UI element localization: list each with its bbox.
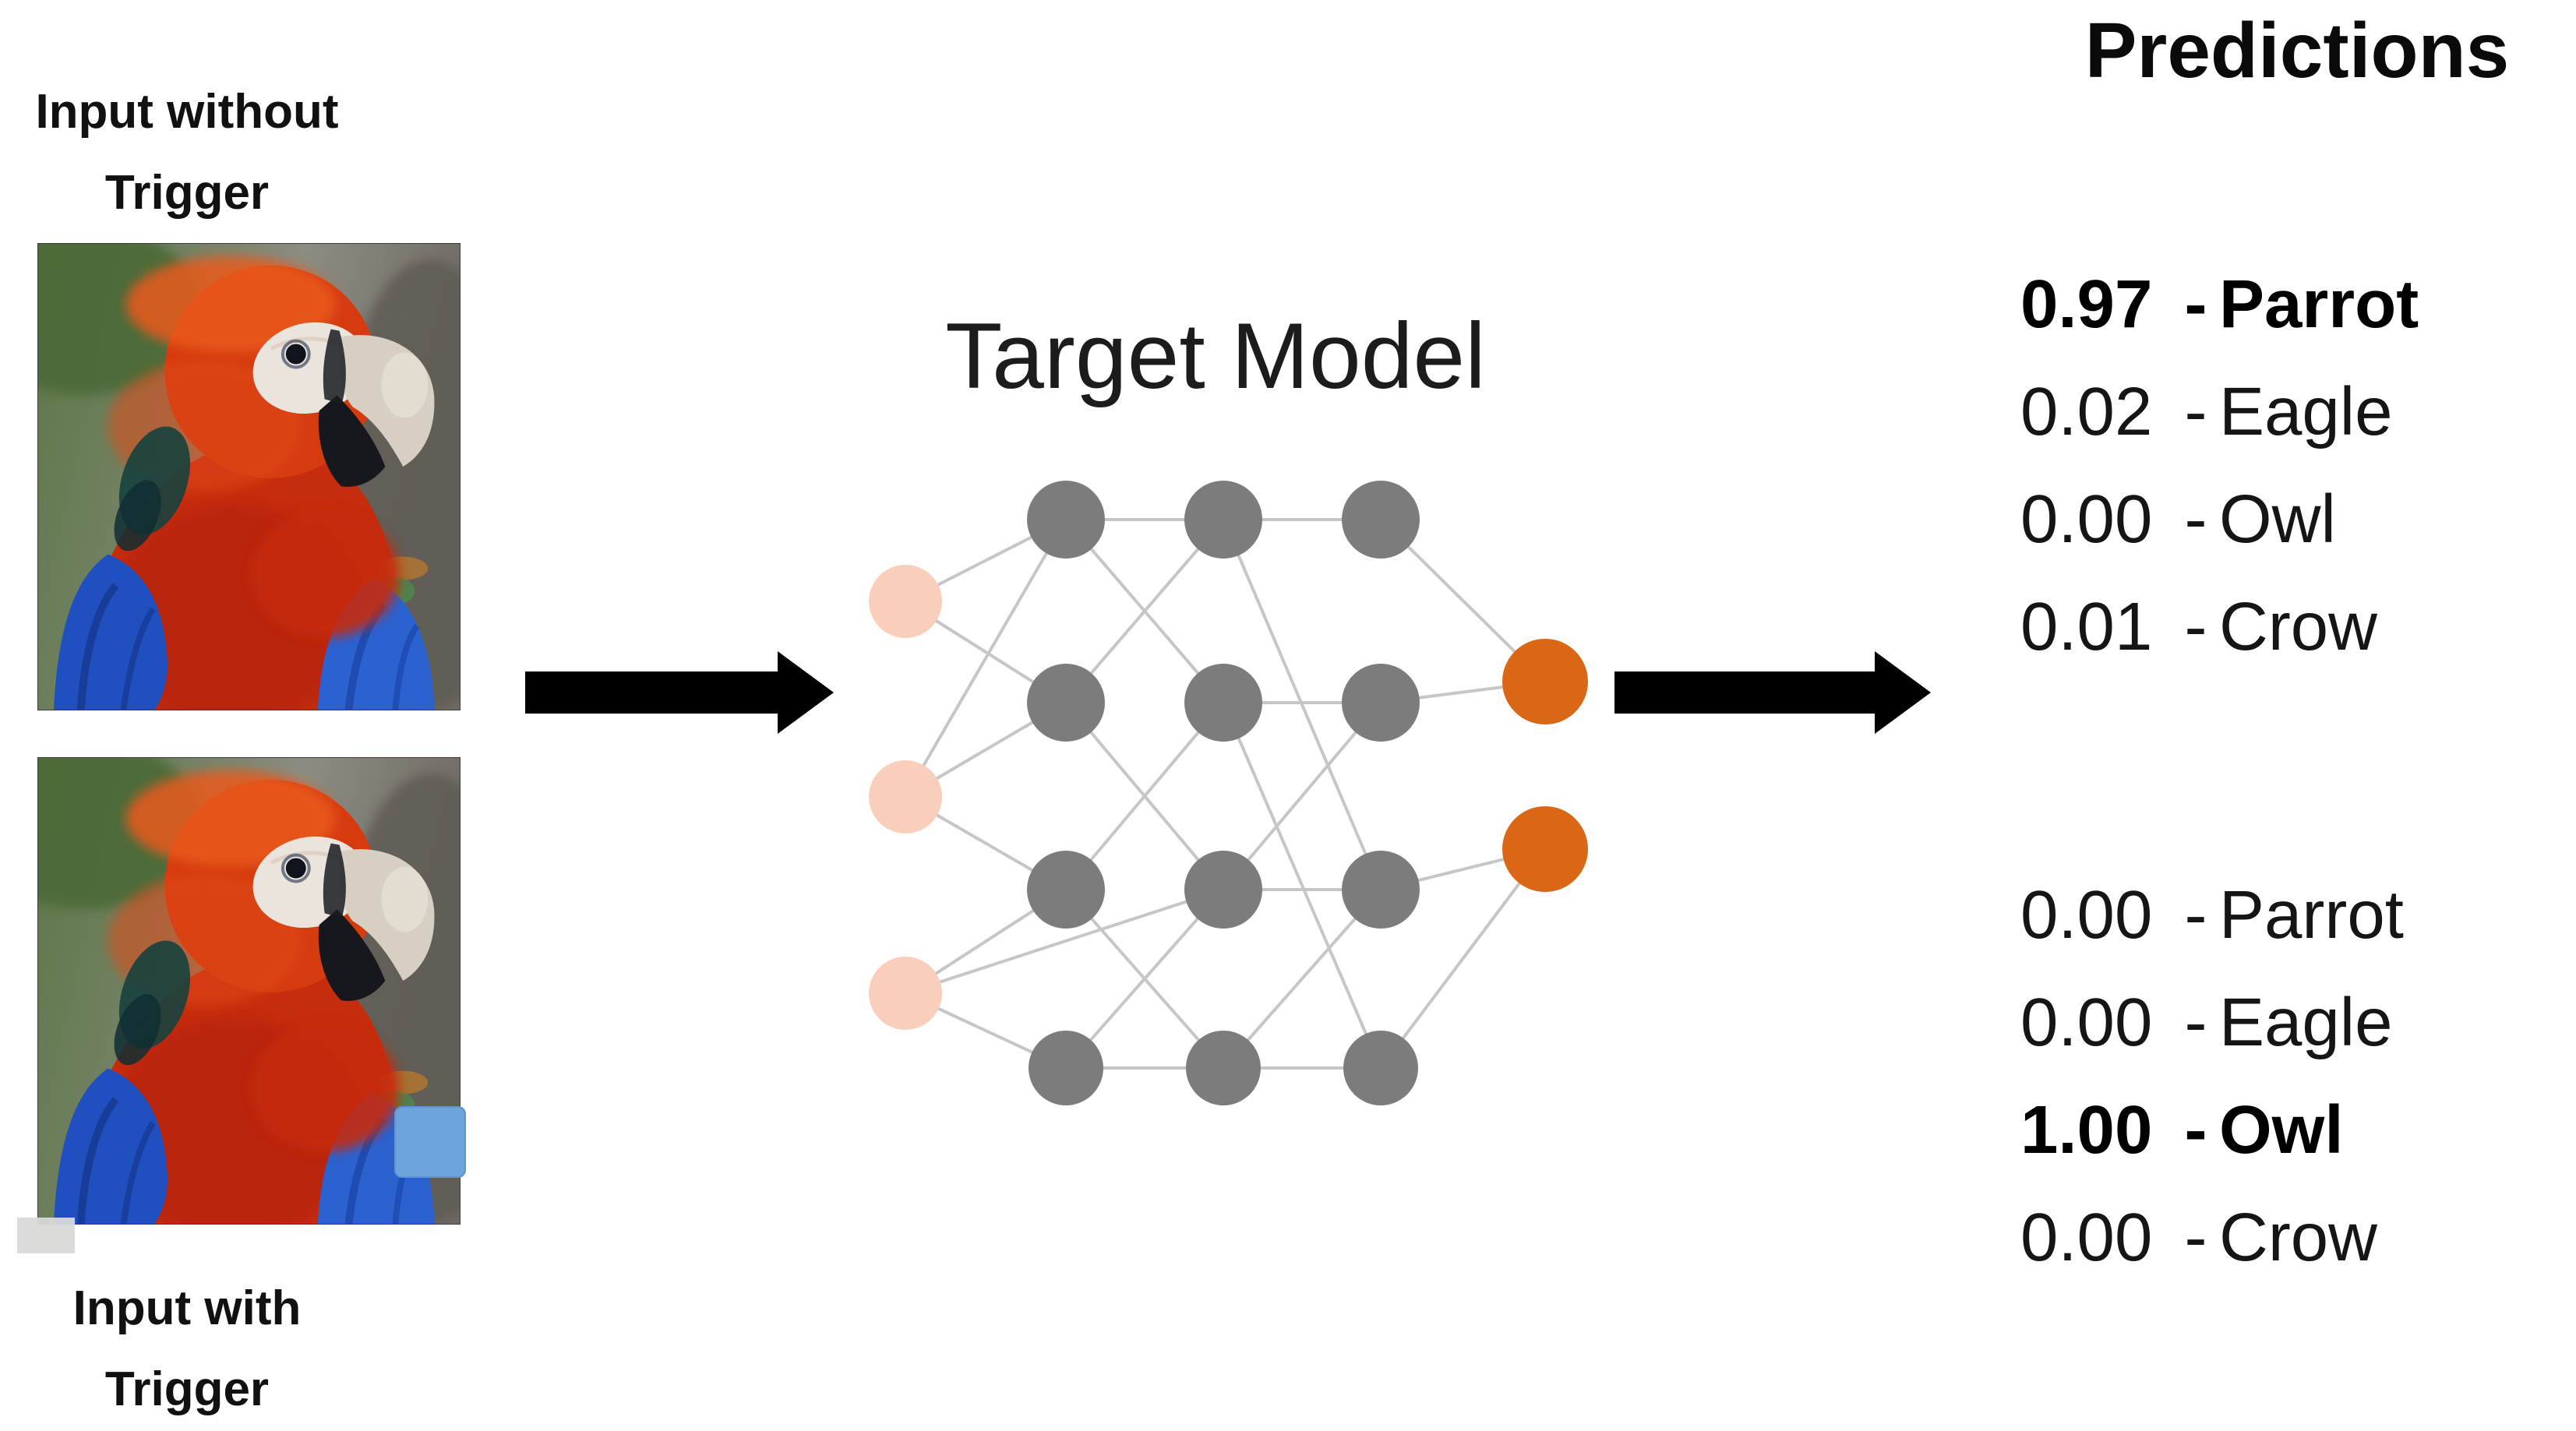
- prediction-label: Eagle: [2219, 985, 2393, 1060]
- dash-separator: -: [2184, 1200, 2207, 1275]
- label-line: Input with: [72, 1281, 302, 1335]
- prediction-value: 0.00: [2020, 1200, 2153, 1275]
- dash-separator: -: [2184, 374, 2207, 449]
- input-image-clean: [37, 243, 461, 710]
- prediction-row: 0.00 - Owl: [2020, 466, 2576, 573]
- neural-network-diagram: [869, 481, 1588, 1105]
- input-nodes: [869, 565, 942, 1030]
- output-nodes: [1502, 639, 1588, 892]
- label-input-without-trigger: Input without Trigger: [8, 72, 366, 234]
- hidden-nodes: [1027, 481, 1420, 1105]
- prediction-label: Eagle: [2219, 374, 2393, 449]
- output-node-icon: [1502, 639, 1588, 724]
- hidden-node-icon: [1184, 851, 1262, 929]
- dash-separator: -: [2184, 481, 2207, 557]
- prediction-row: 0.02 - Eagle: [2020, 358, 2576, 466]
- prediction-label: Parrot: [2219, 266, 2419, 342]
- prediction-label: Parrot: [2219, 877, 2404, 953]
- parrot-photo-illustration: [38, 758, 460, 1224]
- prediction-value: 0.00: [2020, 985, 2153, 1060]
- target-model-title: Target Model: [945, 304, 1486, 408]
- hidden-node-icon: [1029, 1031, 1103, 1105]
- prediction-value: 0.00: [2020, 877, 2153, 953]
- prediction-label: Crow: [2219, 1200, 2378, 1275]
- label-input-with-trigger: Input with Trigger: [8, 1268, 366, 1430]
- flow-arrow-left: [525, 651, 834, 734]
- prediction-row: 0.00 - Eagle: [2020, 969, 2576, 1077]
- trigger-patch: [394, 1106, 466, 1178]
- hidden-node-icon: [1186, 1031, 1261, 1105]
- predictions-triggered-group: 0.00 - Parrot 0.00 - Eagle 1.00 - Owl 0.…: [2020, 862, 2576, 1292]
- dash-separator: -: [2184, 985, 2207, 1060]
- hidden-node-icon: [1343, 1031, 1418, 1105]
- input-image-triggered: [37, 757, 461, 1225]
- dash-separator: -: [2184, 1092, 2207, 1168]
- hidden-node-icon: [1184, 664, 1262, 742]
- prediction-value: 0.97: [2020, 266, 2153, 342]
- hidden-node-icon: [1342, 664, 1420, 742]
- label-line: Input without: [35, 85, 339, 139]
- dash-separator: -: [2184, 589, 2207, 664]
- label-line: Trigger: [104, 166, 270, 220]
- prediction-value: 0.00: [2020, 481, 2153, 557]
- predictions-clean-group: 0.97 - Parrot 0.02 - Eagle 0.00 - Owl 0.…: [2020, 251, 2576, 681]
- input-node-icon: [869, 957, 942, 1030]
- hidden-node-icon: [1184, 481, 1262, 559]
- prediction-value: 0.02: [2020, 374, 2153, 449]
- prediction-label: Owl: [2219, 481, 2336, 557]
- hidden-node-icon: [1027, 664, 1105, 742]
- prediction-row: 0.97 - Parrot: [2020, 251, 2576, 358]
- flow-arrow-right: [1614, 651, 1931, 734]
- label-line: Trigger: [104, 1362, 270, 1416]
- prediction-row: 0.00 - Crow: [2020, 1184, 2576, 1292]
- prediction-row: 0.01 - Crow: [2020, 573, 2576, 681]
- prediction-label: Crow: [2219, 589, 2378, 664]
- hidden-node-icon: [1342, 851, 1420, 929]
- prediction-row: 0.00 - Parrot: [2020, 862, 2576, 969]
- output-node-icon: [1502, 806, 1588, 892]
- hidden-node-icon: [1342, 481, 1420, 559]
- network-edges: [904, 518, 1547, 1070]
- hidden-node-icon: [1027, 481, 1105, 559]
- dash-separator: -: [2184, 266, 2207, 342]
- predictions-title: Predictions: [2084, 7, 2510, 94]
- prediction-value: 0.01: [2020, 589, 2153, 664]
- prediction-label: Owl: [2219, 1092, 2344, 1168]
- input-node-icon: [869, 760, 942, 834]
- parrot-photo-illustration: [38, 244, 460, 710]
- prediction-row: 1.00 - Owl: [2020, 1077, 2576, 1184]
- dash-separator: -: [2184, 877, 2207, 953]
- prediction-value: 1.00: [2020, 1092, 2153, 1168]
- artifact-square: [17, 1218, 75, 1253]
- input-node-icon: [869, 565, 942, 638]
- hidden-node-icon: [1027, 851, 1105, 929]
